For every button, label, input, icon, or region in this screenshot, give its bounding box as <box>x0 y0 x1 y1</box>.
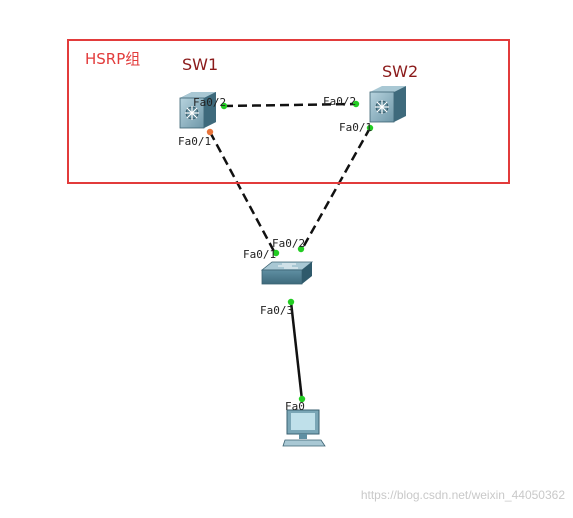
port-label-sw1-fa02: Fa0/2 <box>193 96 227 109</box>
hsrp-group-box <box>67 39 510 184</box>
status-dot-acc-fa02 <box>297 245 305 253</box>
port-label-sw2-fa01: Fa0/1 <box>339 121 373 134</box>
status-dot-acc-fa03 <box>287 298 295 306</box>
port-label-pc-fa0: Fa0 <box>285 400 305 413</box>
sw1-switch-icon[interactable] <box>179 92 216 129</box>
port-label-acc-fa02: Fa0/2 <box>272 237 306 250</box>
link-sw1-sw2 <box>223 102 357 108</box>
link-sw1-access <box>208 131 278 256</box>
status-dot-sw2-fa02 <box>352 100 360 108</box>
access-switch-icon[interactable] <box>260 261 314 285</box>
link-access-pc <box>289 301 304 401</box>
watermark-text: https://blog.csdn.net/weixin_44050362 <box>360 488 565 502</box>
status-dot-pc-fa0 <box>298 395 306 403</box>
port-label-sw2-fa02: Fa0/2 <box>323 95 357 108</box>
port-label-acc-fa03: Fa0/3 <box>260 304 294 317</box>
sw1-label: SW1 <box>182 55 219 74</box>
sw2-label: SW2 <box>382 62 419 81</box>
status-dot-sw1-fa01 <box>206 128 214 136</box>
status-dot-sw2-fa01 <box>366 124 374 132</box>
port-label-acc-fa01: Fa0/1 <box>243 248 277 261</box>
status-dot-acc-fa01 <box>272 249 280 257</box>
link-sw2-access <box>299 127 372 252</box>
sw2-switch-icon[interactable] <box>369 86 406 123</box>
status-dot-sw1-fa02 <box>220 102 228 110</box>
port-label-sw1-fa01: Fa0/1 <box>178 135 212 148</box>
pc-icon[interactable] <box>282 409 326 447</box>
hsrp-group-title: HSRP组 <box>85 50 141 68</box>
